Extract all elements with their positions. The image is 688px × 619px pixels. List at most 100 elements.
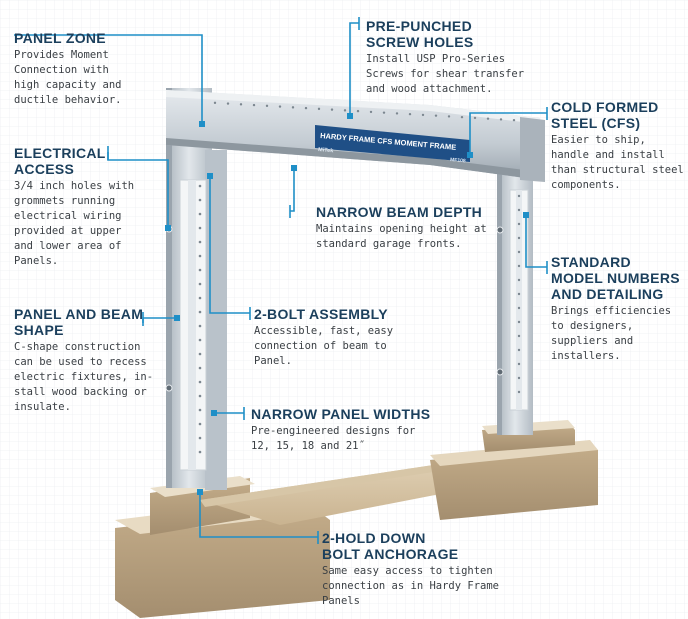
screw-hole	[421, 113, 425, 117]
title-line: PRE-PUNCHED	[366, 18, 472, 34]
desc-line: Install USP Pro-Series	[366, 53, 506, 65]
desc-line: Panels	[322, 595, 360, 607]
screw-hole	[198, 212, 202, 216]
frame-badge-model: MF108	[450, 157, 466, 164]
desc-line: provided at upper	[14, 225, 122, 237]
callout-narrow-panel: NARROW PANEL WIDTHS Pre-engineered desig…	[251, 406, 430, 454]
screw-hole	[198, 184, 202, 188]
screw-hole	[265, 104, 269, 108]
screw-hole	[517, 320, 521, 324]
screw-hole	[198, 240, 202, 244]
screw-hole	[517, 376, 521, 380]
desc-line: Maintains opening height at	[316, 223, 487, 235]
two-bolt-title: 2-BOLT ASSEMBLY	[254, 306, 393, 322]
screw-hole	[198, 324, 202, 328]
screw-hole	[252, 103, 256, 107]
screw-hole	[517, 362, 521, 366]
desc-line: Screws for shear transfer	[366, 68, 525, 80]
screw-hole	[369, 110, 373, 114]
screw-hole	[239, 103, 243, 106]
desc-line: Connection with	[14, 64, 109, 76]
desc-line: 3/4 inch holes with	[14, 180, 135, 192]
desc-line: components.	[551, 179, 621, 191]
cold-formed-desc: Easier to ship, handle and install than …	[551, 133, 684, 193]
leader-end-caps	[107, 17, 548, 544]
electrical-title: ELECTRICAL ACCESS	[14, 145, 134, 177]
screw-hole	[473, 116, 477, 120]
screw-hole	[517, 306, 521, 310]
callout-narrow-beam: NARROW BEAM DEPTH Maintains opening heig…	[316, 204, 487, 252]
screw-hole	[517, 292, 521, 296]
grommet-hole	[165, 384, 173, 392]
desc-line: Provides Moment	[14, 49, 109, 61]
leader-dots	[165, 113, 529, 495]
callout-standard-model: STANDARD MODEL NUMBERS AND DETAILING Bri…	[551, 254, 680, 364]
screw-hole	[198, 380, 202, 384]
grommet-hole	[496, 226, 504, 234]
screw-hole	[517, 250, 521, 254]
hold-down-desc: Same easy access to tighten connection a…	[322, 564, 499, 609]
screw-hole	[198, 268, 202, 272]
leader-pre-punched	[349, 22, 359, 116]
desc-line: Panels.	[14, 255, 59, 267]
screw-hole	[198, 198, 202, 202]
panel-shape-title: PANEL AND BEAM SHAPE	[14, 306, 153, 338]
desc-line: 12, 15, 18 and 21˝	[251, 440, 365, 452]
narrow-beam-title: NARROW BEAM DEPTH	[316, 204, 487, 220]
leader-cold-formed	[469, 112, 547, 155]
desc-line: Easier to ship,	[551, 134, 646, 146]
desc-line: Accessible, fast, easy	[254, 325, 394, 337]
screw-hole	[517, 236, 521, 240]
title-line: STANDARD	[551, 254, 631, 270]
callout-panel-zone: PANEL ZONE Provides Moment Connection wi…	[14, 30, 121, 108]
desc-line: and wood attachment.	[366, 83, 493, 95]
title-line: STEEL (CFS)	[551, 115, 641, 131]
two-bolt-desc: Accessible, fast, easy connection of bea…	[254, 324, 393, 369]
screw-hole	[517, 348, 521, 352]
title-line: PANEL AND BEAM	[14, 306, 144, 322]
screw-hole	[198, 422, 202, 426]
title-line: SCREW HOLES	[366, 34, 474, 50]
panel-shape-desc: C-shape construction can be used to rece…	[14, 340, 153, 415]
screw-hole	[517, 390, 521, 394]
callout-pre-punched: PRE-PUNCHED SCREW HOLES Install USP Pro-…	[366, 18, 524, 97]
desc-line: Brings efficiencies	[551, 305, 672, 317]
panel-zone-title: PANEL ZONE	[14, 30, 121, 46]
title-line: ACCESS	[14, 161, 75, 177]
desc-line: suppliers and	[551, 335, 634, 347]
screw-hole	[198, 226, 202, 230]
desc-line: connection of beam to	[254, 340, 387, 352]
frame-badge: HARDY FRAME CFS MOMENT FRAME MiTek MF108	[315, 125, 470, 164]
desc-line: grommets running	[14, 195, 116, 207]
screw-hole	[517, 264, 521, 268]
screw-hole	[447, 115, 451, 118]
screw-hole	[198, 296, 202, 300]
screw-hole	[198, 338, 202, 342]
cold-formed-title: COLD FORMED STEEL (CFS)	[551, 99, 684, 131]
narrow-beam-desc: Maintains opening height at standard gar…	[316, 222, 487, 252]
screw-hole	[517, 194, 521, 198]
frame-badge-brand: MiTek	[318, 147, 335, 154]
desc-line: than structural steel	[551, 164, 684, 176]
title-line: SHAPE	[14, 322, 64, 338]
desc-line: electrical wiring	[14, 210, 122, 222]
desc-line: and lower area of	[14, 240, 122, 252]
title-line: NARROW PANEL WIDTHS	[251, 406, 431, 422]
screw-hole	[408, 112, 412, 116]
screw-hole	[291, 106, 295, 109]
screw-hole	[434, 114, 438, 117]
left-panel-column	[166, 88, 227, 490]
desc-line: C-shape construction	[14, 341, 141, 353]
screw-hole	[517, 208, 521, 212]
screw-hole	[330, 108, 334, 111]
callout-electrical: ELECTRICAL ACCESS 3/4 inch holes with gr…	[14, 145, 134, 269]
desc-line: insulate.	[14, 401, 71, 413]
title-line: COLD FORMED	[551, 99, 659, 115]
screw-hole	[517, 222, 521, 226]
screw-hole	[517, 278, 521, 282]
desc-line: to designers,	[551, 320, 634, 332]
title-line: ELECTRICAL	[14, 145, 106, 161]
callout-hold-down: 2-HOLD DOWN BOLT ANCHORAGE Same easy acc…	[322, 530, 499, 609]
